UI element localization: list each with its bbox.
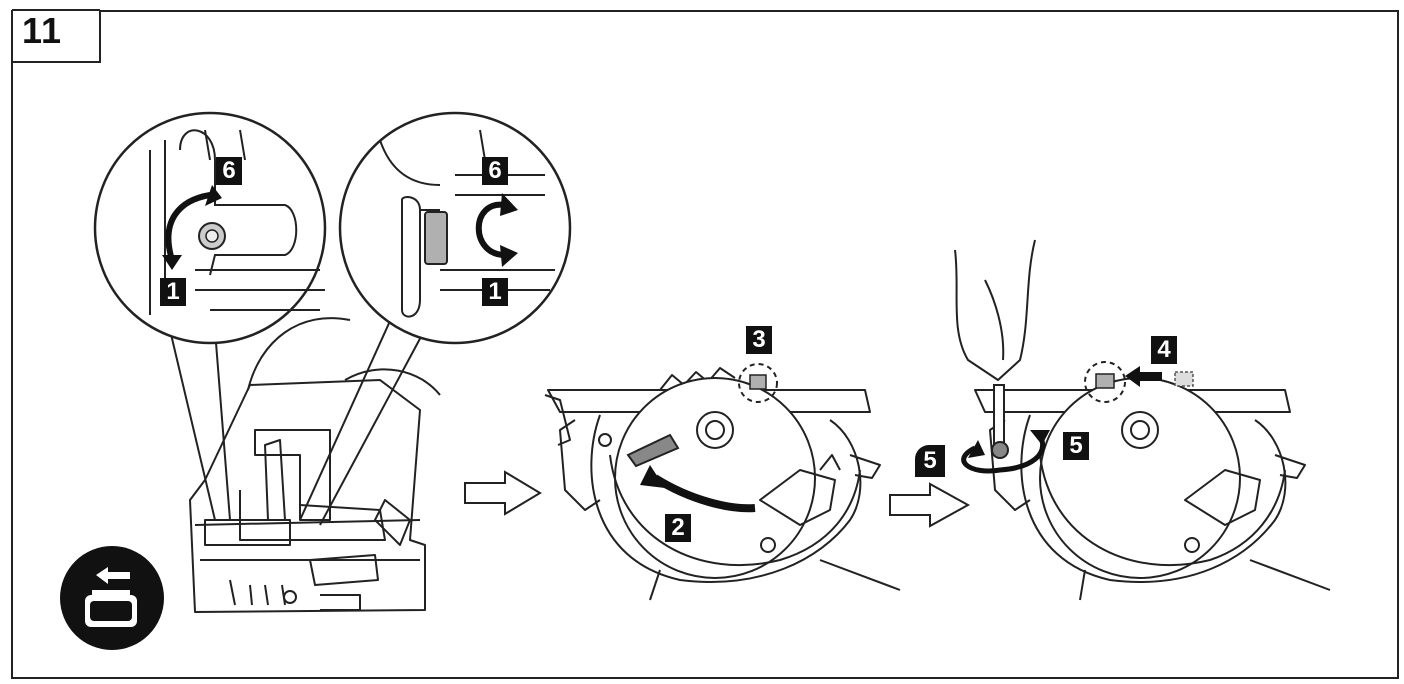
left-arrow-icon [1125,366,1162,387]
battery-remove-icon [60,546,164,650]
step-label-6-left: 6 [216,157,242,185]
detail-circle-left [93,111,327,521]
step-label-4: 4 [1151,336,1177,364]
saw-base-front-view [189,317,441,613]
step-label-1-right: 1 [482,278,508,306]
frame-border [11,10,1399,679]
highlight-circle [738,363,778,403]
step-label-1-left: 1 [160,278,186,306]
step-label-5-right: 5 [1063,432,1089,460]
lever-grip [626,433,680,468]
curved-arrow-icon [652,474,756,513]
highlight-circle [1084,361,1126,403]
step-label-2: 2 [665,514,691,542]
rotate-arrow-icon [961,433,1045,474]
step-label-3: 3 [746,326,772,354]
right-arrow-icon [889,482,971,528]
lever-block [424,211,448,265]
step-label-5-left: 5 [915,445,945,477]
saw-middle-view [544,367,901,601]
detail-circle-right [299,111,572,526]
rotate-arrow-icon [475,201,506,258]
right-arrow-icon [464,470,542,516]
curved-arrow-icon [165,192,211,261]
hex-wrench [993,384,1005,446]
step-label-6-right: 6 [482,157,508,185]
saw-right-view [954,239,1331,601]
figure-number: 11 [22,10,63,51]
